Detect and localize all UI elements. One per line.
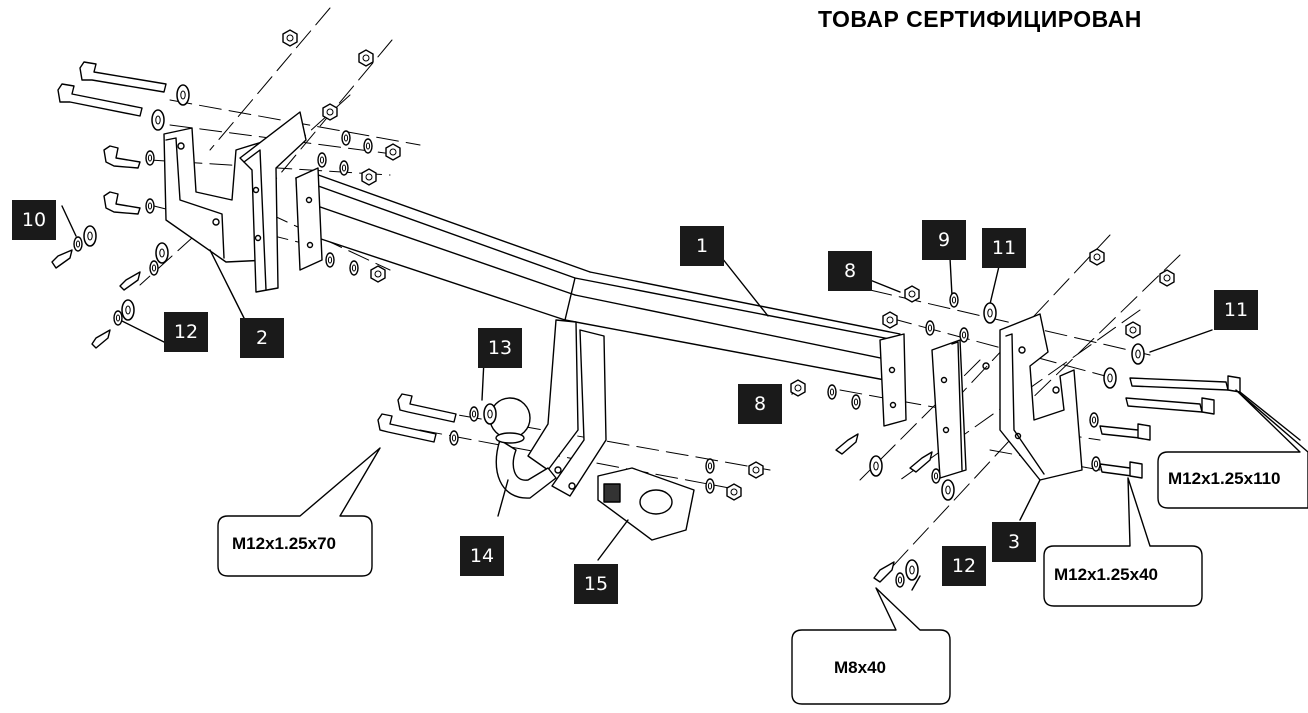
part-label-15: 15 bbox=[574, 564, 618, 604]
part-label-11-top: 11 bbox=[982, 228, 1026, 268]
part-label-8-top: 8 bbox=[828, 251, 872, 291]
part-label-12-right: 12 bbox=[942, 546, 986, 586]
bolt-size-m12x110: M12x1.25x110 bbox=[1168, 469, 1281, 488]
part-label-2: 2 bbox=[240, 318, 284, 358]
part-label-3: 3 bbox=[992, 522, 1036, 562]
part-label-8-bottom: 8 bbox=[738, 384, 782, 424]
bolt-size-m8x40: M8x40 bbox=[834, 658, 886, 677]
part-label-11-right: 11 bbox=[1214, 290, 1258, 330]
certification-notice: ТОВАР СЕРТИФИЦИРОВАН bbox=[818, 6, 1142, 32]
part-label-10: 10 bbox=[12, 200, 56, 240]
bolt-size-m12x70: M12x1.25x70 bbox=[232, 534, 336, 553]
part-label-1: 1 bbox=[680, 226, 724, 266]
part-label-14: 14 bbox=[460, 536, 504, 576]
part-label-12-left: 12 bbox=[164, 312, 208, 352]
bolt-size-m12x40: M12x1.25x40 bbox=[1054, 565, 1158, 584]
part-label-9: 9 bbox=[922, 220, 966, 260]
part-label-13: 13 bbox=[478, 328, 522, 368]
